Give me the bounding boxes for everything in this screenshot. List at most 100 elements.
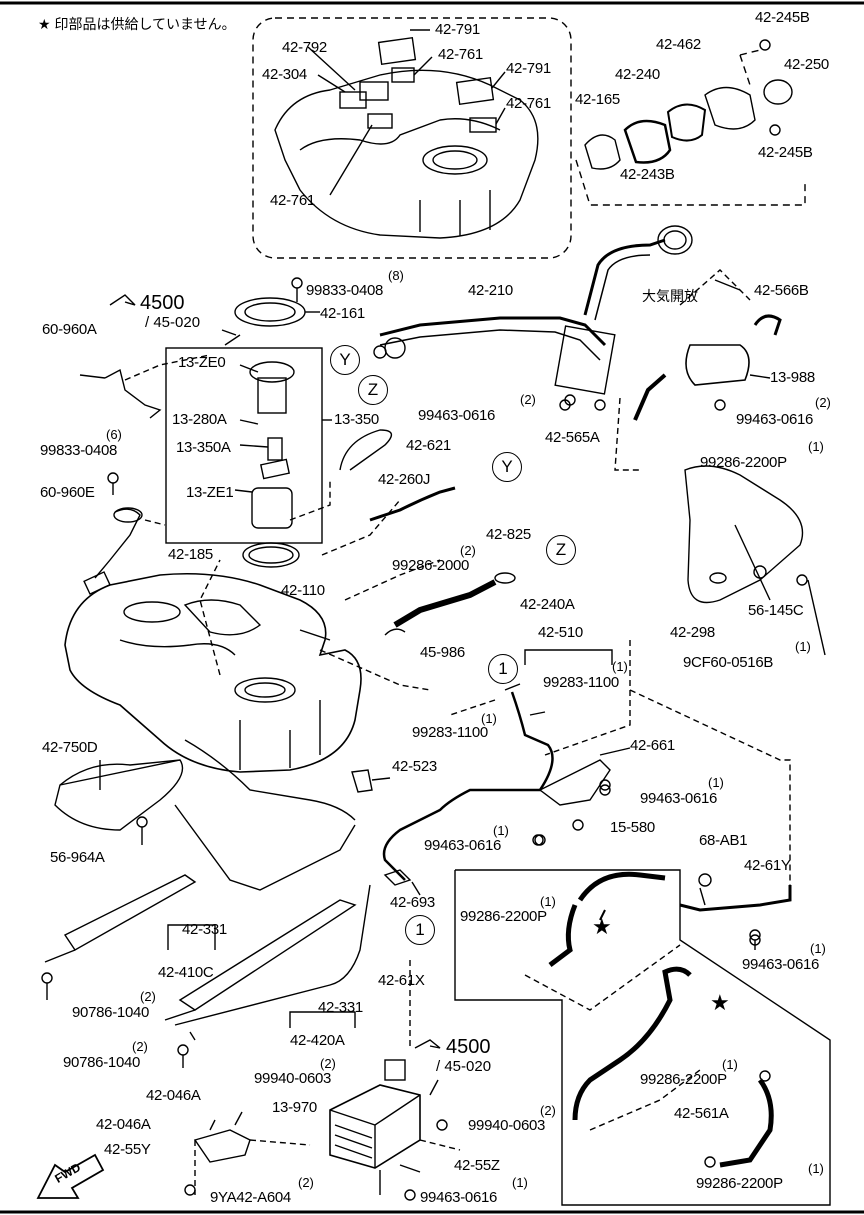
part-label[interactable]: 42-046A (146, 1087, 201, 1104)
qty: (2) (520, 392, 536, 407)
part-label[interactable]: 42-561A (674, 1105, 729, 1122)
air-vent-label: 大気開放 (642, 288, 698, 304)
part-label[interactable]: 42-420A (290, 1032, 345, 1049)
qty: (1) (795, 639, 811, 654)
part-label[interactable]: 13-988 (770, 369, 815, 386)
part-label[interactable]: 42-761 (438, 46, 483, 63)
section-ref-main[interactable]: 4500 (140, 292, 185, 314)
part-label[interactable]: 42-791 (506, 60, 551, 77)
part-label[interactable]: 42-761 (506, 95, 551, 112)
qty: (2) (140, 989, 156, 1004)
part-label[interactable]: 99283-1100 (543, 674, 619, 691)
part-label[interactable]: 99940-0603 (468, 1117, 546, 1134)
part-label[interactable]: 42-245B (758, 144, 813, 161)
callout-one-2: 1 (405, 915, 435, 945)
callout-y-2: Y (492, 452, 522, 482)
part-label[interactable]: 42-250 (784, 56, 829, 73)
part-label[interactable]: 99286-2000 (392, 557, 470, 574)
part-label[interactable]: 99283-1100 (412, 724, 488, 741)
part-label[interactable]: 42-566B (754, 282, 809, 299)
section-ref-sub[interactable]: / 45-020 (145, 314, 201, 331)
part-label[interactable]: 99463-0616 (420, 1189, 498, 1206)
part-label[interactable]: 13-ZE0 (178, 354, 226, 371)
part-label[interactable]: 42-661 (630, 737, 675, 754)
part-label[interactable]: 99286-2200P (460, 908, 547, 925)
part-label[interactable]: 42-61Y (744, 857, 791, 874)
qty: (1) (493, 823, 509, 838)
qty: (2) (298, 1175, 314, 1190)
part-label[interactable]: 42-621 (406, 437, 451, 454)
qty: (1) (810, 941, 826, 956)
qty: (2) (460, 543, 476, 558)
part-label[interactable]: 42-210 (468, 282, 513, 299)
part-label[interactable]: 42-331 (318, 999, 363, 1016)
part-label[interactable]: 42-693 (390, 894, 435, 911)
part-label[interactable]: 9CF60-0516B (683, 654, 774, 671)
qty: (1) (612, 659, 628, 674)
part-label[interactable]: 42-110 (281, 582, 325, 599)
part-label[interactable]: 42-791 (435, 21, 480, 38)
part-label[interactable]: 42-240A (520, 596, 575, 613)
part-label[interactable]: 42-331 (182, 921, 227, 938)
part-label[interactable]: 99286-2200P (696, 1175, 783, 1192)
part-label[interactable]: 60-960E (40, 484, 95, 501)
part-label[interactable]: 42-565A (545, 429, 600, 446)
qty: (2) (540, 1103, 556, 1118)
part-label[interactable]: 42-243B (620, 166, 675, 183)
part-label[interactable]: 42-304 (262, 66, 307, 83)
part-label[interactable]: 42-61X (378, 972, 425, 989)
part-label[interactable]: 13-ZE1 (186, 484, 234, 501)
part-label[interactable]: 13-970 (272, 1099, 317, 1116)
part-label[interactable]: 42-046A (96, 1116, 151, 1133)
part-label[interactable]: 90786-1040 (63, 1054, 141, 1071)
part-label[interactable]: 42-750D (42, 739, 98, 756)
part-label[interactable]: 42-298 (670, 624, 715, 641)
qty: (1) (708, 775, 724, 790)
section-ref-sub-2[interactable]: / 45-020 (436, 1058, 492, 1075)
part-label[interactable]: 42-410C (158, 964, 214, 981)
qty: (1) (808, 439, 824, 454)
section-ref-main-2[interactable]: 4500 (446, 1036, 491, 1058)
part-label[interactable]: 9YA42-A604 (210, 1189, 291, 1206)
part-label[interactable]: 42-523 (392, 758, 437, 775)
part-label[interactable]: 42-792 (282, 39, 327, 56)
part-label[interactable]: 42-510 (538, 624, 583, 641)
part-label[interactable]: 42-55Y (104, 1141, 151, 1158)
part-label[interactable]: 99463-0616 (424, 837, 502, 854)
part-label[interactable]: 42-260J (378, 471, 431, 488)
part-label[interactable]: 42-165 (575, 91, 620, 108)
header-note: ★ 印部品は供給していません。 (38, 16, 236, 32)
part-label[interactable]: 42-240 (615, 66, 660, 83)
part-label[interactable]: 42-761 (270, 192, 315, 209)
part-label[interactable]: 99463-0616 (742, 956, 820, 973)
part-label[interactable]: 15-580 (610, 819, 655, 836)
part-label[interactable]: 13-350A (176, 439, 231, 456)
part-label[interactable]: 99286-2200P (640, 1071, 727, 1088)
part-label[interactable]: 60-960A (42, 321, 97, 338)
part-label[interactable]: 42-245B (755, 9, 810, 26)
part-label[interactable]: 99833-0408 (306, 282, 384, 299)
part-label[interactable]: 42-825 (486, 526, 531, 543)
callout-y: Y (330, 345, 360, 375)
part-label[interactable]: 13-350 (334, 411, 379, 428)
qty: (1) (512, 1175, 528, 1190)
part-label[interactable]: 99833-0408 (40, 442, 118, 459)
part-label[interactable]: 99286-2200P (700, 454, 787, 471)
part-label[interactable]: 99940-0603 (254, 1070, 332, 1087)
part-label[interactable]: 42-185 (168, 546, 213, 563)
part-label[interactable]: 45-986 (420, 644, 465, 661)
qty: (2) (320, 1056, 336, 1071)
part-label[interactable]: 56-964A (50, 849, 105, 866)
part-label[interactable]: 99463-0616 (418, 407, 496, 424)
part-label[interactable]: 90786-1040 (72, 1004, 150, 1021)
part-label[interactable]: 56-145C (748, 602, 804, 619)
part-label[interactable]: 99463-0616 (640, 790, 718, 807)
part-label[interactable]: 13-280A (172, 411, 227, 428)
part-label[interactable]: 42-161 (320, 305, 365, 322)
part-label[interactable]: 42-462 (656, 36, 701, 53)
part-label[interactable]: 99463-0616 (736, 411, 814, 428)
part-label[interactable]: 68-AB1 (699, 832, 748, 849)
part-label[interactable]: 42-55Z (454, 1157, 500, 1174)
qty: (2) (132, 1039, 148, 1054)
